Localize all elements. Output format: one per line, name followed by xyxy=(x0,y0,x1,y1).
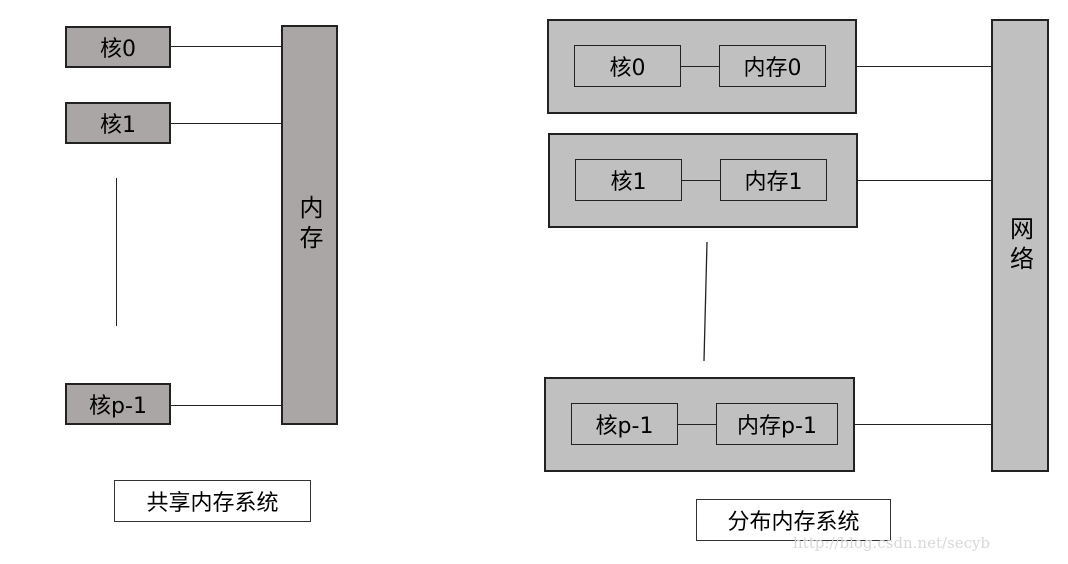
distributed-memory-p-1: 内存p-1 xyxy=(716,403,838,445)
distributed-memory-p-1-label: 内存p-1 xyxy=(737,414,817,439)
shared-ellipsis-line xyxy=(116,178,117,326)
shared-memory-caption: 共享内存系统 xyxy=(114,480,311,522)
distributed-memory-1-label: 内存1 xyxy=(744,170,803,195)
distributed-link-1 xyxy=(682,180,721,181)
shared-memory-caption-text: 共享内存系统 xyxy=(146,491,279,516)
watermark-text: http://blog.csdn.net/secyb xyxy=(793,534,991,552)
shared-memory-label: 内存 xyxy=(295,195,323,255)
distributed-memory-caption-text: 分布内存系统 xyxy=(727,510,860,535)
distributed-core-p-1: 核p-1 xyxy=(571,403,678,445)
distributed-core-0: 核0 xyxy=(574,45,681,87)
shared-memory-bar: 内存 xyxy=(281,25,338,425)
distributed-core-p-1-label: 核p-1 xyxy=(595,414,654,439)
network-connector-1 xyxy=(858,180,992,181)
shared-core-1: 核1 xyxy=(65,102,171,144)
shared-connector-1 xyxy=(171,123,282,124)
distributed-core-1: 核1 xyxy=(575,159,682,201)
distributed-memory-0: 内存0 xyxy=(719,45,826,87)
network-connector-p-1 xyxy=(855,424,992,425)
shared-core-0-label: 核0 xyxy=(100,37,136,62)
network-label: 网络 xyxy=(1005,215,1034,276)
distributed-link-p-1 xyxy=(678,424,717,425)
network-bar: 网络 xyxy=(991,19,1049,472)
distributed-link-0 xyxy=(681,66,720,67)
shared-core-p-1: 核p-1 xyxy=(65,383,171,425)
distributed-core-1-label: 核1 xyxy=(610,170,647,195)
shared-core-p-1-label: 核p-1 xyxy=(89,394,147,419)
shared-core-0: 核0 xyxy=(65,26,171,68)
distributed-memory-0-label: 内存0 xyxy=(743,56,802,81)
network-connector-0 xyxy=(857,66,992,67)
distributed-core-0-label: 核0 xyxy=(609,56,646,81)
distributed-memory-1: 内存1 xyxy=(720,159,827,201)
shared-connector-p-1 xyxy=(171,405,282,406)
shared-connector-0 xyxy=(171,46,282,47)
distributed-memory-caption: 分布内存系统 xyxy=(696,499,891,541)
shared-core-1-label: 核1 xyxy=(100,113,136,138)
distributed-ellipsis-line xyxy=(703,241,708,362)
